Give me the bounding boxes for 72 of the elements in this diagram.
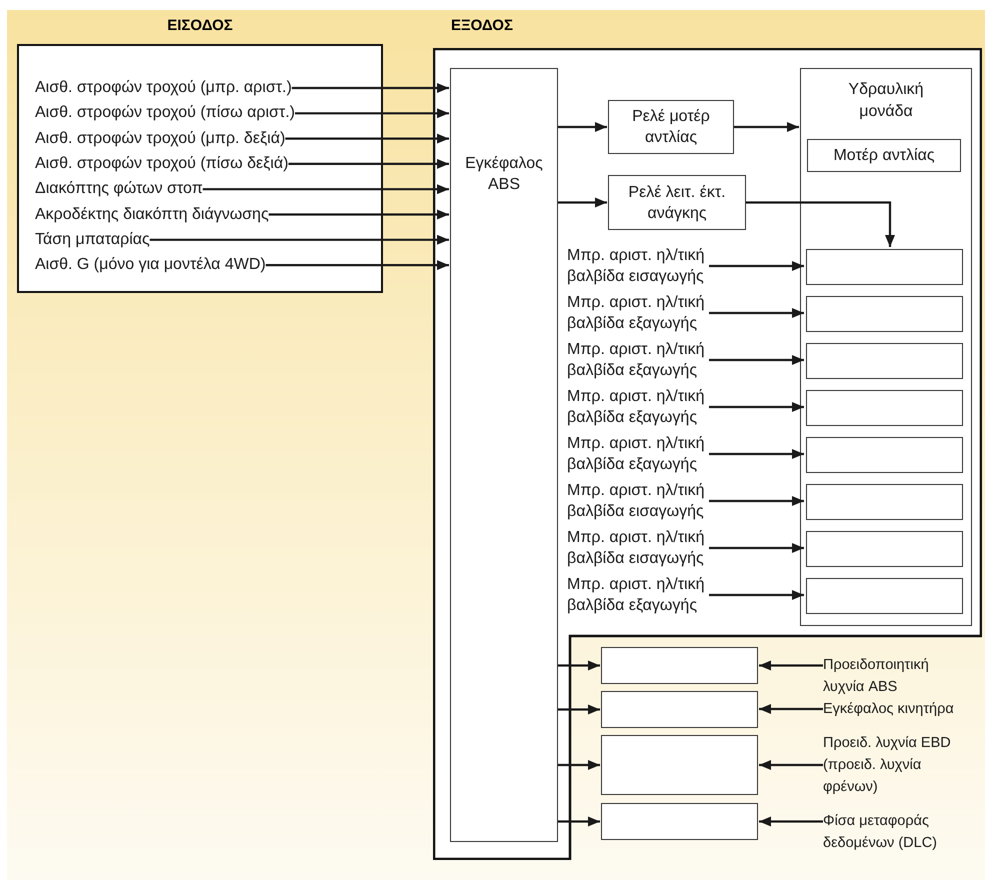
control-unit-box — [450, 68, 558, 842]
relay-label: Ρελέ λειτ. έκτ. ανάγκης — [627, 182, 727, 224]
solenoid-valve-box — [806, 484, 963, 520]
output-label: Εγκέφαλος κινητήρα — [823, 698, 954, 720]
arrow — [150, 234, 449, 245]
solenoid-valve-box — [806, 390, 963, 426]
arrow — [709, 496, 804, 506]
input-signal-label: Αισθ. στροφών τροχού (πίσω δεξιά) — [19, 152, 288, 176]
output-label: Προειδ. λυχνία EBD (προειδ. λυχνία φρένων) — [823, 732, 961, 798]
arrow — [558, 816, 600, 826]
arrow — [746, 201, 895, 247]
arrow — [558, 198, 607, 208]
arrow — [268, 210, 449, 220]
arrow — [759, 660, 823, 670]
relay-box — [608, 175, 746, 230]
pump-motor-label: Μοτέρ αντλίας — [833, 146, 935, 166]
valve-label: Μπρ. αριστ. ηλ/τική βαλβίδα εξαγωγής — [567, 574, 709, 616]
output-box — [601, 735, 758, 795]
valve-label: Μπρ. αριστ. ηλ/τική βαλβίδα εξαγωγής — [567, 292, 709, 334]
arrow — [558, 760, 600, 770]
input-signal-label: Διακόπτης φώτων στοπ — [19, 177, 203, 202]
control-unit-label: Εγκέφαλος ABS — [464, 154, 544, 195]
output-box — [601, 691, 758, 728]
valve-label: Μπρ. αριστ. ηλ/τική βαλβίδα εισαγωγής — [567, 245, 709, 287]
arrow — [709, 543, 804, 553]
arrow — [709, 449, 804, 459]
input-signal-label: Αισθ. στροφών τροχού (μπρ. αριστ.) — [19, 76, 292, 100]
arrow — [759, 760, 823, 770]
output-label: Προειδοποιητική λυχνία ABS — [823, 654, 961, 698]
input-signal-label: Τάση μπαταρίας — [19, 228, 150, 252]
arrow — [709, 590, 804, 600]
pump-motor-box — [807, 139, 961, 172]
arrow — [266, 260, 449, 270]
arrow — [759, 816, 823, 826]
input-signal-label: Αισθ. στροφών τροχού (πίσω αριστ.) — [19, 101, 295, 126]
arrow — [558, 660, 600, 670]
hydraulic-unit-box — [800, 68, 972, 626]
solenoid-valve-box — [806, 578, 963, 614]
arrow — [558, 122, 607, 132]
relay-box — [608, 100, 734, 154]
solenoid-valve-box — [806, 531, 963, 567]
arrow — [759, 704, 823, 714]
arrow — [709, 308, 804, 318]
arrow — [202, 184, 449, 194]
valve-label: Μπρ. αριστ. ηλ/τική βαλβίδα εισαγωγής — [567, 480, 709, 522]
arrow — [709, 402, 804, 412]
solenoid-valve-box — [806, 296, 963, 332]
input-signal-label: Αισθ. στροφών τροχού (μπρ. δεξιά) — [19, 126, 286, 151]
section-heading: ΕΞΟΔΟΣ — [451, 16, 513, 36]
arrow — [709, 355, 804, 365]
arrow — [709, 261, 804, 271]
relay-label: Ρελέ μοτέρ αντλίας — [631, 107, 711, 148]
arrow — [285, 134, 449, 144]
solenoid-valve-box — [806, 249, 963, 285]
valve-label: Μπρ. αριστ. ηλ/τική βαλβίδα εξαγωγής — [567, 339, 709, 381]
valve-label: Μπρ. αριστ. ηλ/τική βαλβίδα εξαγωγής — [567, 386, 709, 428]
arrow — [288, 158, 449, 169]
solenoid-valve-box — [806, 343, 963, 379]
output-box — [601, 803, 758, 840]
arrow — [558, 704, 600, 714]
output-box — [601, 647, 758, 684]
arrow — [294, 108, 449, 118]
arrow — [734, 122, 799, 132]
valve-label: Μπρ. αριστ. ηλ/τική βαλβίδα εισαγωγής — [567, 527, 709, 569]
solenoid-valve-box — [806, 437, 963, 473]
output-label: Φίσα μεταφοράς δεδομένων (DLC) — [823, 810, 961, 854]
input-signal-label: Αισθ. G (μόνο για μοντέλα 4WD) — [19, 253, 266, 278]
hydraulic-unit-label: Υδραυλική μονάδα — [847, 80, 925, 122]
input-signal-label: Ακροδέκτης διακόπτη διάγνωσης — [19, 202, 269, 226]
valve-label: Μπρ. αριστ. ηλ/τική βαλβίδα εξαγωγής — [567, 433, 709, 475]
arrow — [292, 83, 449, 93]
section-heading: ΕΙΣΟΔΟΣ — [167, 16, 233, 36]
